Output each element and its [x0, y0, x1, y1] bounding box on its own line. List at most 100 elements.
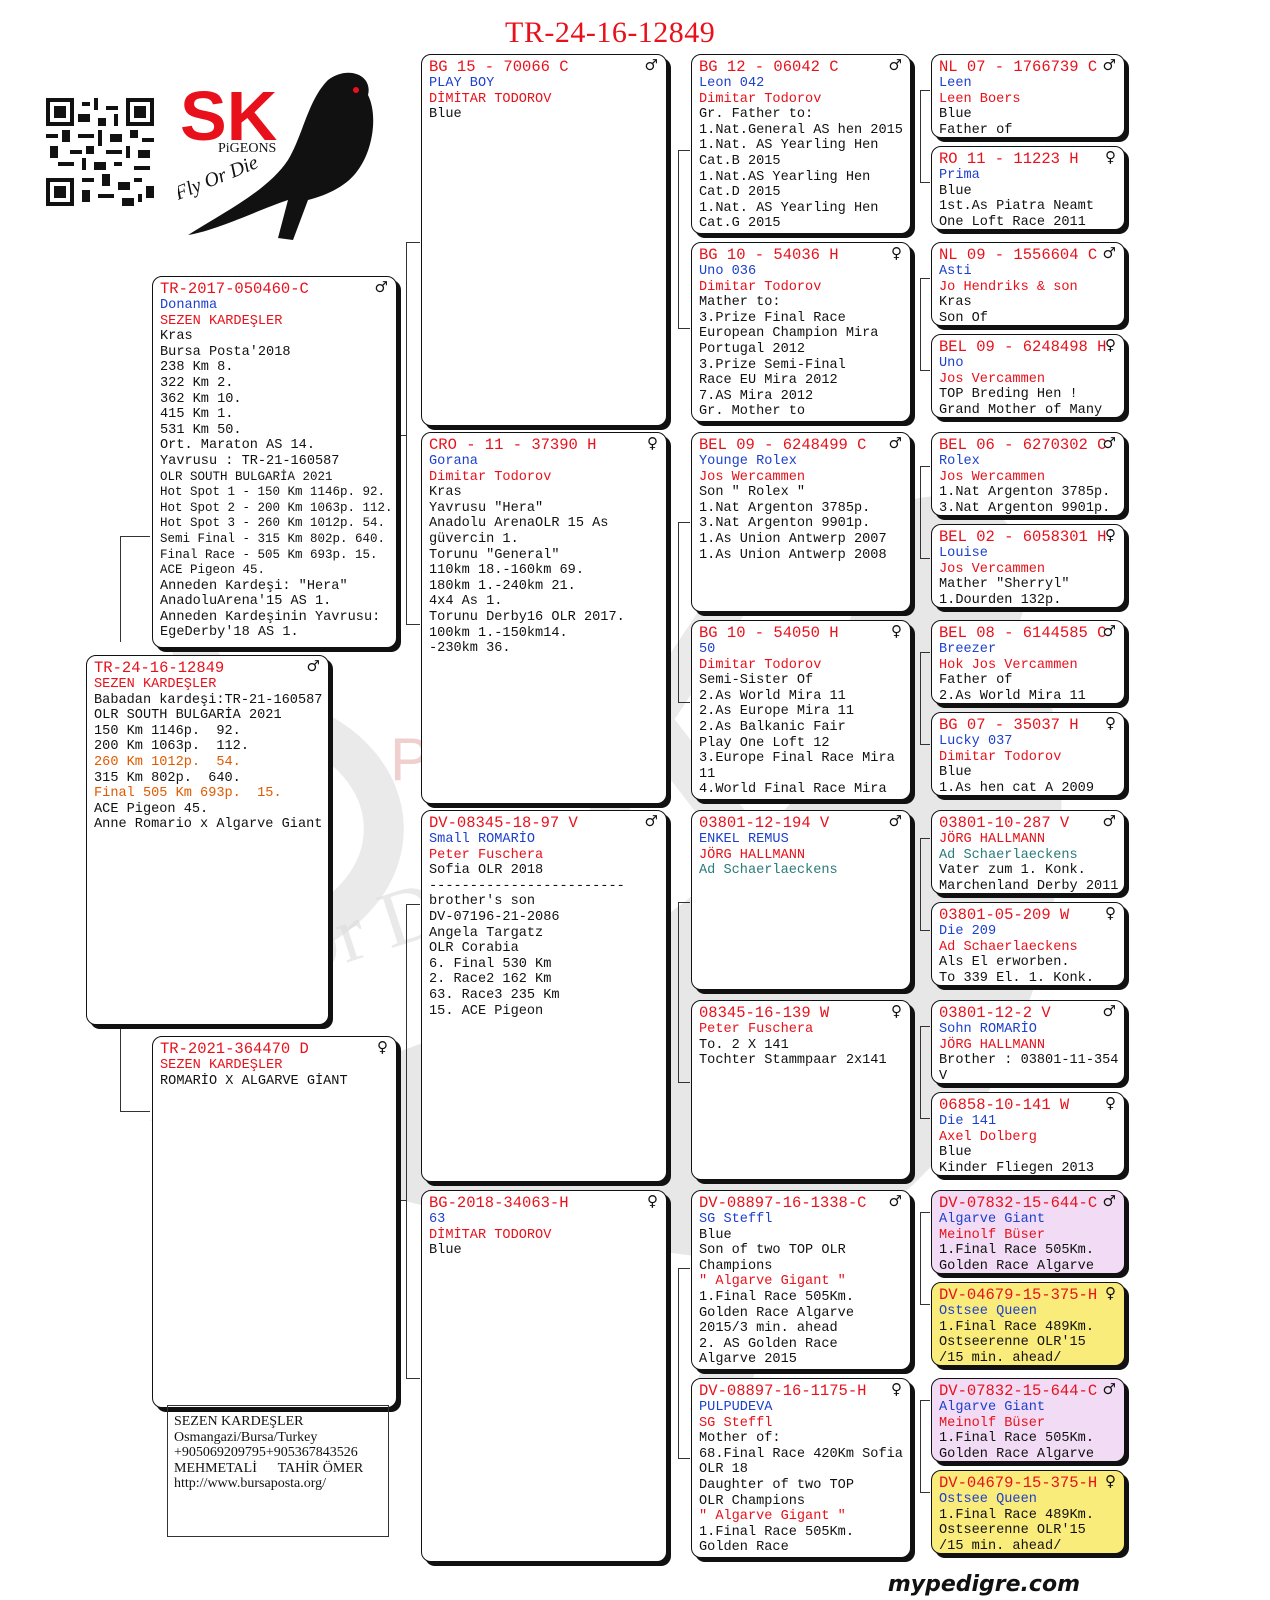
pigeon-name: ENKEL REMUS [699, 832, 789, 847]
info-line: 238 Km 8. [160, 360, 234, 376]
owner-people: MEHMETALİ TAHİR ÖMER [174, 1460, 364, 1476]
ring-number[interactable]: DV-08897-16-1338-C [699, 1194, 867, 1212]
info-line: Ad Schaerlaeckens [939, 847, 1078, 863]
breeder-name: Ad Schaerlaeckens [939, 939, 1078, 955]
ring-number[interactable]: RO 11 - 11223 H [939, 150, 1079, 168]
ring-number[interactable]: DV-04679-15-375-H [939, 1286, 1098, 1304]
info-line: Final 505 Km 693p. 15. [94, 786, 282, 802]
info-line: 260 Km 1012p. 54. [94, 754, 241, 770]
info-line: OLR Champions [699, 1493, 806, 1509]
info-line: Blue [429, 1243, 462, 1259]
ring-number[interactable]: 03801-05-209 W [939, 906, 1070, 924]
ring-number[interactable]: BG 10 - 54036 H [699, 246, 839, 264]
info-line: Yavrusu "Hera" [429, 500, 544, 516]
ring-number[interactable]: 03801-12-194 V [699, 814, 830, 832]
ring-number[interactable]: NL 09 - 1556604 C [939, 246, 1098, 264]
ring-number[interactable]: TR-24-16-12849 [94, 659, 225, 677]
female-symbol-icon: ♀ [1105, 904, 1116, 922]
info-line: Race EU Mira 2012 [699, 373, 838, 389]
ring-number[interactable]: DV-08897-16-1175-H [699, 1382, 867, 1400]
qr-code[interactable] [46, 98, 154, 206]
breeder-name: Meinolf Büser [939, 1227, 1046, 1243]
ring-number[interactable]: BG 07 - 35037 H [939, 716, 1079, 734]
info-line: Babadan kardeşi:TR-21-160587 [94, 692, 323, 708]
info-line: 1.Final Race 489Km. [939, 1507, 1094, 1523]
info-line: OLR SOUTH BULGARİA 2021 [160, 469, 333, 484]
ring-number[interactable]: NL 07 - 1766739 C [939, 58, 1098, 76]
breeder-name: Jos Wercammen [699, 469, 806, 485]
breeder-name: DİMİTAR TODOROV [429, 1227, 552, 1243]
ring-number[interactable]: BEL 09 - 6248499 C [699, 436, 867, 454]
info-line: " Algarve Gigant " [699, 1274, 846, 1290]
ring-number[interactable]: TR-2021-364470 D [160, 1040, 309, 1058]
ring-number[interactable]: DV-08345-18-97 V [429, 814, 578, 832]
ring-number[interactable]: CRO - 11 - 37390 H [429, 436, 597, 454]
breeder-name: Dimitar Todorov [429, 469, 552, 485]
female-symbol-icon: ♀ [647, 434, 658, 452]
ring-number[interactable]: BEL 06 - 6270302 C [939, 436, 1107, 454]
pigeon-name: Rolex [939, 454, 980, 469]
ring-number[interactable]: TR-2017-050460-C [160, 280, 309, 298]
info-line: Son Of [939, 310, 988, 326]
ring-number[interactable]: 06858-10-141 W [939, 1096, 1070, 1114]
info-line: Anadolu ArenaOLR 15 As [429, 516, 609, 532]
info-line: Kinder Fliegen 2013 [939, 1160, 1094, 1176]
ring-number[interactable]: 03801-10-287 V [939, 814, 1070, 832]
ring-number[interactable]: 08345-16-139 W [699, 1004, 830, 1022]
owner-website-link[interactable]: http://www.bursaposta.org/ [174, 1476, 327, 1492]
ring-number[interactable]: DV-07832-15-644-C [939, 1194, 1098, 1212]
footer-brand[interactable]: mypedigre.com [887, 1572, 1080, 1597]
ring-number[interactable]: DV-04679-15-375-H [939, 1474, 1098, 1492]
info-line: 110km 18.-160km 69. [429, 563, 584, 579]
ring-number[interactable]: BG 15 - 70066 C [429, 58, 569, 76]
info-line: One Loft Race 2011 [939, 214, 1086, 230]
info-line: Blue [699, 1227, 732, 1243]
info-line: 6. Final 530 Km [429, 956, 552, 972]
ring-number[interactable]: BEL 08 - 6144585 C [939, 624, 1107, 642]
male-symbol-icon: ♂ [888, 1192, 902, 1210]
breeder-name: JÖRG HALLMANN [699, 847, 806, 863]
ring-number[interactable]: BG 12 - 06042 C [699, 58, 839, 76]
info-line: Semi-Sister Of [699, 673, 814, 689]
female-symbol-icon: ♀ [1105, 1094, 1116, 1112]
ring-number[interactable]: BG 10 - 54050 H [699, 624, 839, 642]
ring-number[interactable]: 03801-12-2 V [939, 1004, 1051, 1022]
ring-number[interactable]: BEL 09 - 6248498 H [939, 338, 1107, 356]
ring-number[interactable]: BEL 02 - 6058301 H [939, 528, 1107, 546]
ring-number[interactable]: BG-2018-34063-H [429, 1194, 569, 1212]
info-line: Father of [939, 122, 1013, 138]
breeder-name: SEZEN KARDEŞLER [160, 1058, 283, 1073]
ring-number[interactable]: DV-07832-15-644-C [939, 1382, 1098, 1400]
